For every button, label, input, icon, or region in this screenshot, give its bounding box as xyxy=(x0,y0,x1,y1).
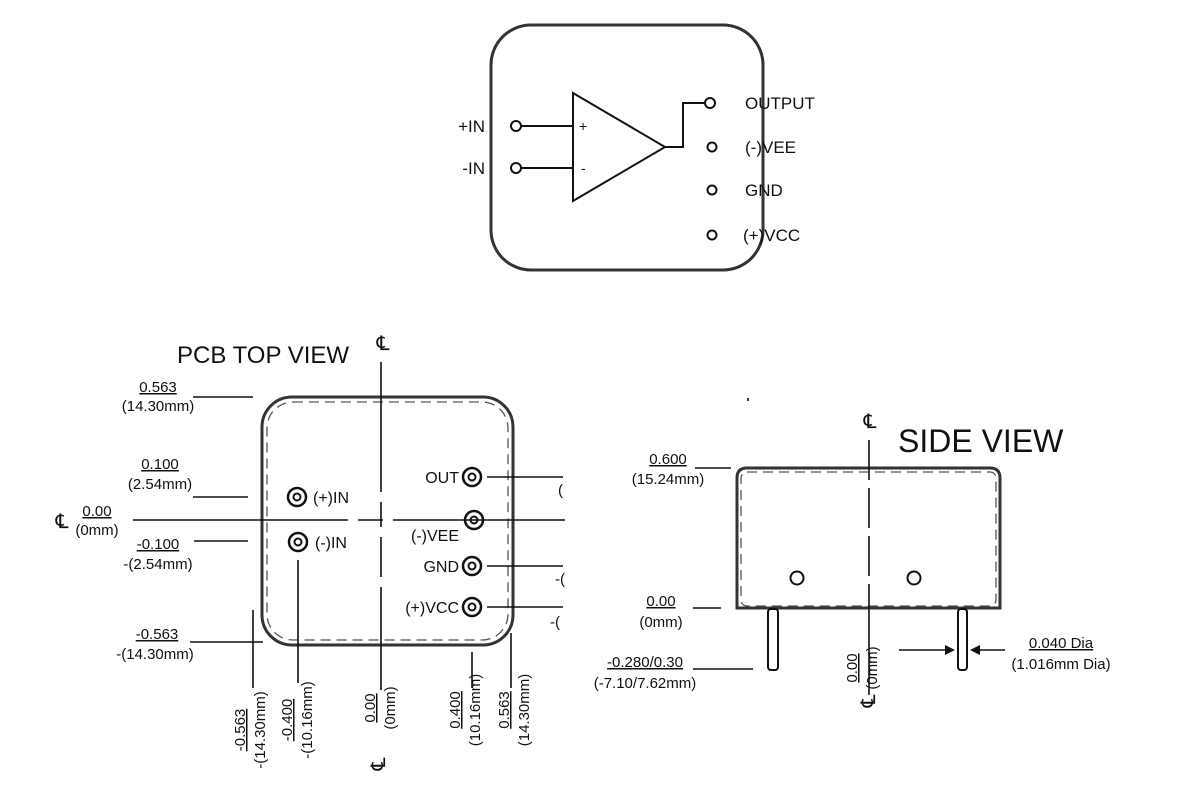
svg-text:(0mm): (0mm) xyxy=(864,646,881,689)
svg-text:0.100: 0.100 xyxy=(141,456,179,473)
svg-text:-(14.30mm): -(14.30mm) xyxy=(116,646,194,663)
svg-text:(2.54mm): (2.54mm) xyxy=(128,476,192,493)
side-view: SIDE VIEW ℄ 0.600 (15.24mm) 0.00 (0mm) -… xyxy=(594,398,1111,708)
svg-text:-(14.30mm): -(14.30mm) xyxy=(252,691,269,769)
pcb-outline xyxy=(260,395,515,647)
side-outline xyxy=(735,466,1002,610)
pin-minus-in-label: (-)IN xyxy=(315,535,347,552)
svg-text:(0mm): (0mm) xyxy=(382,686,399,729)
pcb-top-view: PCB TOP VIEW ℄ (+)IN (-)IN OUT (-)VEE GN… xyxy=(55,333,565,771)
pin-out-label: OUT xyxy=(425,470,459,487)
svg-text:(15.24mm): (15.24mm) xyxy=(632,471,705,488)
output-terminal xyxy=(704,97,716,109)
centerline-icon: ℄ xyxy=(376,333,390,355)
svg-text:-(2.54mm): -(2.54mm) xyxy=(123,556,192,573)
schematic-outline xyxy=(489,23,765,272)
pin-circle xyxy=(906,570,922,586)
schematic-symbol: +IN -IN + - OUTPUT (-)VEE GND (+)VCC xyxy=(458,23,815,272)
bottom-dimension-labels: -0.563 -(14.30mm) -0.400 -(10.16mm) 0.00… xyxy=(232,674,533,772)
svg-text:(-7.10/7.62mm): (-7.10/7.62mm) xyxy=(594,675,697,692)
centerline-icon: ℄ xyxy=(863,411,877,433)
gnd-terminal xyxy=(706,184,718,196)
plus-in-terminal xyxy=(510,120,522,132)
pin-lead xyxy=(767,608,779,671)
svg-text:(: ( xyxy=(558,482,563,499)
svg-text:0.400: 0.400 xyxy=(447,691,464,729)
svg-text:(14.30mm): (14.30mm) xyxy=(516,674,533,747)
left-dimension-labels: 0.563 (14.30mm) 0.100 (2.54mm) ℄ 0.00 (0… xyxy=(55,379,195,663)
centerline-icon: ℄ xyxy=(858,694,880,708)
svg-text:(14.30mm): (14.30mm) xyxy=(122,398,195,415)
svg-text:0.00: 0.00 xyxy=(844,653,861,682)
svg-text:0.040 Dia: 0.040 Dia xyxy=(1029,635,1094,652)
vee-terminal xyxy=(706,141,718,153)
svg-text:-(: -( xyxy=(555,571,565,588)
centerline-icon: ℄ xyxy=(55,511,69,533)
svg-text:-0.563: -0.563 xyxy=(232,709,249,752)
svg-text:-(10.16mm): -(10.16mm) xyxy=(299,681,316,759)
top-view-title: PCB TOP VIEW xyxy=(177,342,349,369)
minus-in-label: -IN xyxy=(462,159,485,178)
plus-in-label: +IN xyxy=(458,117,485,136)
svg-text:(0mm): (0mm) xyxy=(639,614,682,631)
gnd-label: GND xyxy=(745,181,783,200)
svg-text:0.563: 0.563 xyxy=(139,379,177,396)
svg-text:0.600: 0.600 xyxy=(649,451,687,468)
svg-text:-(: -( xyxy=(550,614,560,631)
pin-circle xyxy=(789,570,805,586)
svg-text:-0.563: -0.563 xyxy=(136,626,179,643)
inverting-sign: - xyxy=(581,160,586,176)
vee-label: (-)VEE xyxy=(745,138,796,157)
pin-vee-label: (-)VEE xyxy=(411,528,459,545)
pin-gnd-label: GND xyxy=(423,559,459,576)
svg-text:0.00: 0.00 xyxy=(646,593,675,610)
pin-vcc-label: (+)VCC xyxy=(405,600,459,617)
svg-text:-0.100: -0.100 xyxy=(137,536,180,553)
noninverting-sign: + xyxy=(579,118,587,134)
svg-text:0.00: 0.00 xyxy=(82,503,111,520)
svg-text:-0.280/0.30: -0.280/0.30 xyxy=(607,654,683,671)
vcc-terminal xyxy=(706,229,718,241)
svg-text:0.563: 0.563 xyxy=(496,691,513,729)
pin-lead xyxy=(957,608,968,671)
svg-text:0.00: 0.00 xyxy=(362,693,379,722)
svg-text:(10.16mm): (10.16mm) xyxy=(467,674,484,747)
svg-text:(0mm): (0mm) xyxy=(75,522,118,539)
side-view-title: SIDE VIEW xyxy=(898,423,1064,459)
opamp-triangle xyxy=(572,91,667,203)
minus-in-terminal xyxy=(510,162,522,174)
svg-text:-0.400: -0.400 xyxy=(279,699,296,742)
centerline-icon: ℄ xyxy=(368,757,390,771)
output-label: OUTPUT xyxy=(745,94,815,113)
svg-text:(1.016mm Dia): (1.016mm Dia) xyxy=(1011,656,1110,673)
pin-plus-in-label: (+)IN xyxy=(313,490,349,507)
vcc-label: (+)VCC xyxy=(743,226,800,245)
